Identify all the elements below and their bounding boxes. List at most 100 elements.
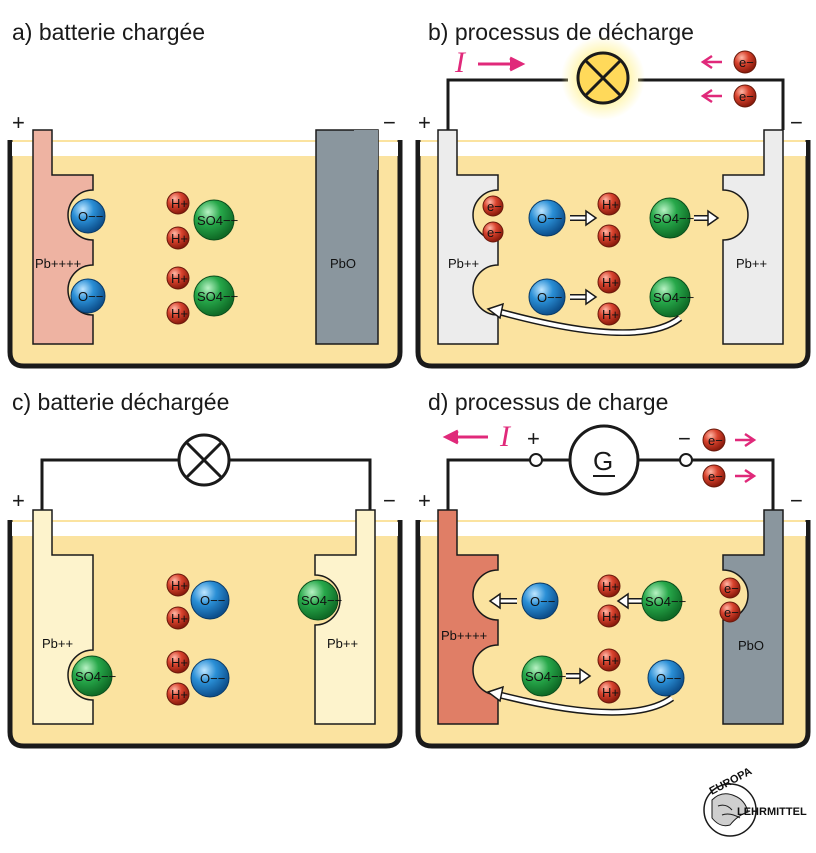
oxygen-ion: O−−	[528, 278, 566, 316]
hydrogen-ion: H+	[597, 680, 621, 704]
panel-c-left-electrode-label: Pb++	[42, 636, 73, 651]
svg-text:O−−: O−−	[200, 671, 225, 686]
panel-b-left-electrode-label: Pb++	[448, 256, 479, 271]
oxygen-ion: O−−	[70, 278, 106, 314]
panel-c-minus: −	[383, 488, 396, 513]
panel-d-left-electrode	[437, 509, 499, 725]
sulfate-ion: SO4−−	[297, 579, 342, 621]
svg-text:e−: e−	[708, 469, 723, 484]
sulfate-ion: SO4−−	[71, 655, 116, 697]
svg-text:e−: e−	[724, 581, 739, 596]
panel-b-title: b) processus de décharge	[428, 19, 694, 45]
sulfate-ion: SO4−−	[649, 276, 694, 318]
svg-text:SO4−−: SO4−−	[197, 213, 238, 228]
hydrogen-ion: H+	[597, 224, 621, 248]
svg-text:O−−: O−−	[656, 671, 681, 686]
oxygen-ion: O−−	[70, 198, 106, 234]
panel-d-left-electrode-label: Pb++++	[441, 628, 487, 643]
panel-b-wire	[446, 78, 785, 130]
svg-text:G: G	[593, 446, 613, 476]
svg-text:e−: e−	[739, 89, 754, 104]
svg-text:SO4−−: SO4−−	[301, 593, 342, 608]
electron-flow-arrow	[735, 432, 757, 448]
hydrogen-ion: H+	[166, 682, 190, 706]
terminal	[529, 453, 543, 467]
svg-text:e−: e−	[487, 225, 502, 240]
hydrogen-ion: H+	[166, 573, 190, 597]
svg-text:O−−: O−−	[78, 289, 103, 304]
panel-a-title: a) batterie chargée	[12, 19, 205, 45]
svg-text:H+: H+	[171, 611, 188, 626]
svg-text:e−: e−	[739, 55, 754, 70]
sulfate-ion: SO4−−	[521, 655, 566, 697]
svg-text:O−−: O−−	[530, 594, 555, 609]
terminal	[679, 453, 693, 467]
panel-d: d) processus de charge G + − I e− e− Pb+…	[415, 389, 811, 749]
current-arrow	[442, 429, 488, 445]
panel-c-plus: +	[12, 488, 25, 513]
svg-text:SO4−−: SO4−−	[645, 594, 686, 609]
svg-text:O−−: O−−	[78, 209, 103, 224]
panel-a-plus: +	[12, 110, 25, 135]
panel-d-plus: +	[418, 488, 431, 513]
electron: e−	[733, 84, 757, 108]
sulfate-ion: SO4−−	[641, 580, 686, 622]
svg-text:H+: H+	[602, 685, 619, 700]
panel-b: b) processus de décharge I e− e− Pb++ Pb…	[415, 19, 811, 369]
panel-d-right-electrode-label: PbO	[738, 638, 764, 653]
panel-c-right-electrode-label: Pb++	[327, 636, 358, 651]
panel-c-wire	[40, 458, 372, 510]
panel-d-container	[415, 520, 811, 749]
sulfate-ion: SO4−−	[649, 197, 694, 239]
panel-a-container	[7, 140, 403, 369]
svg-text:H+: H+	[171, 231, 188, 246]
panel-b-plus: +	[418, 110, 431, 135]
current-arrow	[478, 56, 526, 72]
sulfate-ion: SO4−−	[193, 199, 238, 241]
svg-text:e−: e−	[724, 605, 739, 620]
oxygen-ion: O−−	[521, 582, 559, 620]
lamp-icon	[576, 51, 630, 105]
svg-text:H+: H+	[602, 307, 619, 322]
generator-minus: −	[678, 426, 691, 451]
panel-c-title: c) batterie déchargée	[12, 389, 229, 415]
panel-d-right-electrode	[722, 509, 784, 725]
svg-text:H+: H+	[602, 229, 619, 244]
hydrogen-ion: H+	[597, 648, 621, 672]
electron: e−	[482, 221, 504, 243]
current-label: I	[499, 420, 512, 453]
hydrogen-ion: H+	[166, 301, 190, 325]
panel-d-wire	[446, 458, 775, 510]
electron: e−	[702, 428, 726, 452]
panel-b-minus: −	[790, 110, 803, 135]
lamp-icon	[177, 433, 231, 487]
svg-text:SO4−−: SO4−−	[653, 211, 694, 226]
electron: e−	[482, 195, 504, 217]
svg-text:SO4−−: SO4−−	[75, 669, 116, 684]
electron-flow-arrow	[735, 468, 757, 484]
svg-text:O−−: O−−	[200, 593, 225, 608]
panel-c-left-electrode	[32, 509, 94, 725]
panel-c-container	[7, 520, 403, 749]
hydrogen-ion: H+	[597, 302, 621, 326]
svg-text:H+: H+	[602, 579, 619, 594]
oxygen-ion: O−−	[647, 659, 685, 697]
panel-d-minus: −	[790, 488, 803, 513]
svg-text:H+: H+	[171, 306, 188, 321]
generator-icon: G	[568, 424, 640, 496]
panel-a-right-electrode-label: PbO	[330, 256, 356, 271]
electron: e−	[702, 464, 726, 488]
panel-c-right-electrode	[314, 509, 376, 725]
panel-a-minus: −	[383, 110, 396, 135]
generator-plus: +	[527, 426, 540, 451]
panel-a-left-electrode-label: Pb++++	[35, 256, 81, 271]
electron-flow-arrow	[700, 88, 722, 104]
svg-text:SO4−−: SO4−−	[197, 289, 238, 304]
svg-text:H+: H+	[602, 197, 619, 212]
hydrogen-ion: H+	[166, 650, 190, 674]
svg-text:e−: e−	[487, 199, 502, 214]
panel-b-container	[415, 140, 811, 369]
panel-b-right-electrode	[722, 129, 784, 345]
logo-bottom-text: LEHRMITTEL	[737, 806, 807, 818]
